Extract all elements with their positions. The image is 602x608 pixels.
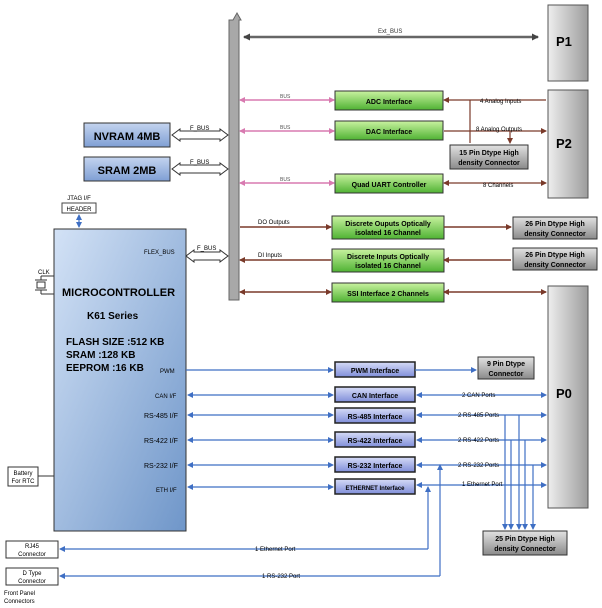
rs485-label: RS-485 Interface [348, 414, 403, 421]
dac-interface-label: DAC Interface [366, 129, 412, 136]
dtype-label-2: Connector [18, 579, 46, 585]
can-label: CAN Interface [352, 393, 398, 400]
eth-box [334, 478, 416, 495]
analog-in-label: 4 Analog Inputs [480, 99, 521, 105]
p1-label: P1 [556, 34, 572, 49]
rj45-box [5, 540, 59, 559]
conn-26pin-do-label-2: density Connector [524, 231, 586, 238]
conn-26pin-di-box [512, 247, 598, 271]
mcu-flash: FLASH SIZE :512 KB [66, 337, 164, 348]
p0-connector [547, 285, 589, 509]
f-bus-flex-arrow [185, 249, 229, 263]
main-bus [228, 11, 242, 301]
ssi-label: SSI Interface 2 Channels [347, 291, 429, 298]
do-outputs-label: DO Outputs [258, 220, 290, 226]
conn-15pin-label-1: 15 Pin Dtype High [459, 150, 519, 157]
rs232-box [334, 456, 416, 473]
conn-9pin-box [477, 356, 535, 380]
rs422-box [334, 431, 416, 448]
rj45-label-2: Connector [18, 552, 46, 558]
di-label-1: Discrete Inputs Optically [347, 254, 429, 261]
pwm-label: PWM Interface [351, 368, 399, 375]
rs232-label: RS-232 Interface [348, 463, 403, 470]
mcu-series: K61 Series [87, 311, 139, 322]
conn-25pin-label-2: density Connector [494, 546, 556, 553]
analog-out-label: 8 Analog Outputs [476, 127, 522, 133]
front-panel-label-1: Front Panel [4, 591, 35, 597]
rs232-ports-label: 2 RS-232 Ports [458, 463, 499, 469]
adc-interface-label: ADC Interface [366, 99, 412, 106]
mcu-rs485-label: RS-485 I/F [144, 413, 178, 420]
sram-label: SRAM 2MB [98, 165, 157, 177]
rs422-ports-label: 2 RS-422 Ports [458, 438, 499, 444]
conn-9pin-label-1: 9 Pin Dtype [487, 361, 525, 368]
conn-26pin-do-box [512, 216, 598, 240]
bus-label-dac: BUS [280, 125, 291, 131]
di-label-2: isolated 16 Channel [355, 263, 421, 270]
can-ports-label: 2 CAN Ports [462, 393, 495, 399]
mcu-can-label: CAN I/F [155, 394, 177, 400]
mcu-eth-label: ETH I/F [156, 488, 177, 494]
dtype-box [5, 567, 59, 586]
crystal-icon [36, 281, 46, 289]
uart-label: Quad UART Controller [352, 182, 427, 189]
jtag-label-2: HEADER [66, 207, 92, 213]
mcu-title: MICROCONTROLLER [62, 287, 175, 299]
f-bus-nvram-arrow [171, 128, 229, 142]
di-inputs-label: DI Inputs [258, 253, 282, 259]
rj45-label-1: RJ45 [25, 544, 40, 550]
bus-label-uart: BUS [280, 177, 291, 183]
front-panel-label-2: Connectors [4, 599, 35, 605]
mcu-box [53, 228, 187, 532]
mcu-rs232-label: RS-232 I/F [144, 463, 178, 470]
rs485-ports-label: 2 RS-485 Ports [458, 413, 499, 419]
conn-15pin-label-2: density Connector [458, 160, 520, 167]
mcu-rs422-label: RS-422 I/F [144, 438, 178, 445]
eth-label: ETHERNET Interface [345, 486, 405, 492]
eth-port-label: 1 Ethernet Port [462, 482, 503, 488]
nvram-label: NVRAM 4MB [94, 131, 161, 143]
can-box [334, 386, 416, 403]
bus-label-adc: BUS [280, 94, 291, 100]
p2-label: P2 [556, 136, 572, 151]
eth-port-front-label: 1 Ethernet Port [255, 547, 296, 553]
ext-bus-label: Ext_BUS [378, 29, 402, 35]
channels-label: 8 Channels [483, 183, 513, 189]
jtag-box [61, 202, 97, 214]
conn-9pin-label-2: Connector [489, 371, 524, 378]
p0-label: P0 [556, 386, 572, 401]
dtype-label-1: D Type [23, 571, 43, 577]
conn-15pin-box [449, 144, 529, 170]
rs485-box [334, 407, 416, 424]
p2-connector [547, 89, 589, 199]
battery-label-1: Battery [13, 471, 32, 477]
sram-box [83, 156, 171, 182]
rs232-front-label: 1 RS-232 Port [262, 574, 300, 580]
mcu-pwm-label: PWM [160, 369, 175, 375]
rs422-label: RS-422 Interface [348, 438, 403, 445]
dac-interface-box [334, 120, 444, 141]
f-bus-nvram-label: F_BUS [190, 126, 209, 132]
conn-26pin-di-label-1: 26 Pin Dtype High [525, 252, 585, 259]
battery-label-2: For RTC [12, 479, 36, 485]
conn-25pin-label-1: 25 Pin Dtype High [495, 536, 555, 543]
do-label-1: Discrete Ouputs Optically [345, 221, 431, 228]
f-bus-flex-label: F_BUS [197, 246, 216, 252]
f-bus-sram-label: F_BUS [190, 160, 209, 166]
p1-connector [547, 4, 589, 82]
mcu-eeprom: EEPROM :16 KB [66, 363, 144, 374]
mcu-sram: SRAM :128 KB [66, 350, 135, 361]
clk-label: CLK [38, 270, 50, 276]
flex-bus-label: FLEX_BUS [144, 250, 175, 256]
do-label-2: isolated 16 Channel [355, 230, 421, 237]
jtag-label-1: JTAG I/F [67, 196, 91, 202]
nvram-box [83, 122, 171, 148]
conn-25pin-box [482, 530, 568, 556]
conn-26pin-do-label-1: 26 Pin Dtype High [525, 221, 585, 228]
conn-26pin-di-label-2: density Connector [524, 262, 586, 269]
f-bus-sram-arrow [171, 162, 229, 176]
